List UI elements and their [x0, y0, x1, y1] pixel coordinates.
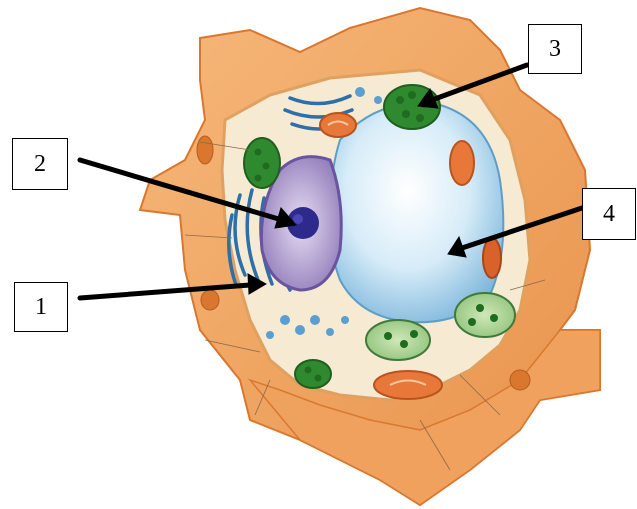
- label-box-1: 1: [14, 282, 68, 332]
- label-box-2: 2: [12, 138, 68, 190]
- label-1-text: 1: [35, 294, 47, 321]
- label-box-3: 3: [528, 24, 582, 74]
- label-4-text: 4: [603, 201, 615, 228]
- label-2-text: 2: [34, 151, 46, 178]
- label-box-4: 4: [582, 188, 636, 240]
- label-3-text: 3: [549, 36, 561, 63]
- central-vacuole: [329, 103, 504, 322]
